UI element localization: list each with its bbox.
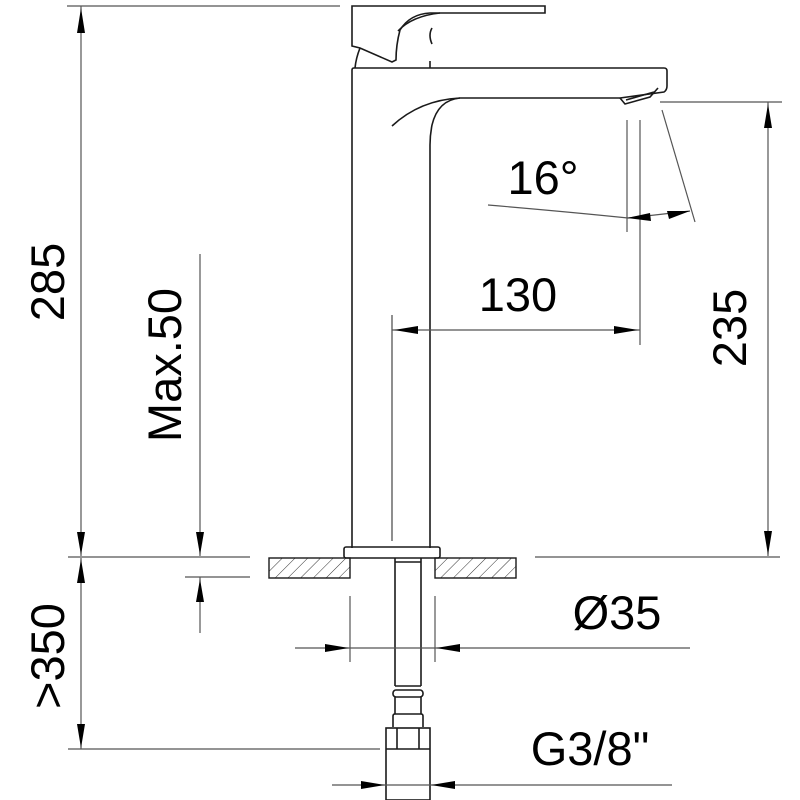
faucet-body [343,5,668,559]
base-diameter-label: Ø35 [573,586,662,639]
spout-and-column [351,67,668,548]
max-deck-thickness-label: Max.50 [138,288,191,442]
dimension-base-diameter: Ø35 [295,586,690,662]
dimension-spout-angle: 16° [487,109,696,232]
lever-handle [351,5,546,69]
spout-angle-label: 16° [507,151,578,204]
dimension-connection-thread: G3/8" [332,722,672,789]
dimension-spout-reach: 130 [391,120,641,350]
spout-reach-label: 130 [479,268,557,321]
total-height-label: 285 [21,243,74,321]
dimension-total-height: 285 [21,5,340,556]
dimension-hose-length: >350 [21,558,380,750]
dimension-max-deck-thickness: Max.50 [138,254,204,633]
deck-reference-lines [68,556,780,578]
dimension-spout-height: 235 [660,101,782,556]
hose-length-label: >350 [21,603,74,709]
supply-hose [385,558,431,800]
base-flange [343,546,441,559]
connection-thread-label: G3/8" [531,722,650,775]
g38-connector-nut [385,727,431,800]
countertop-right [434,557,517,579]
countertop-section [268,557,517,579]
spout-height-label: 235 [703,289,756,367]
countertop-left [268,557,351,579]
